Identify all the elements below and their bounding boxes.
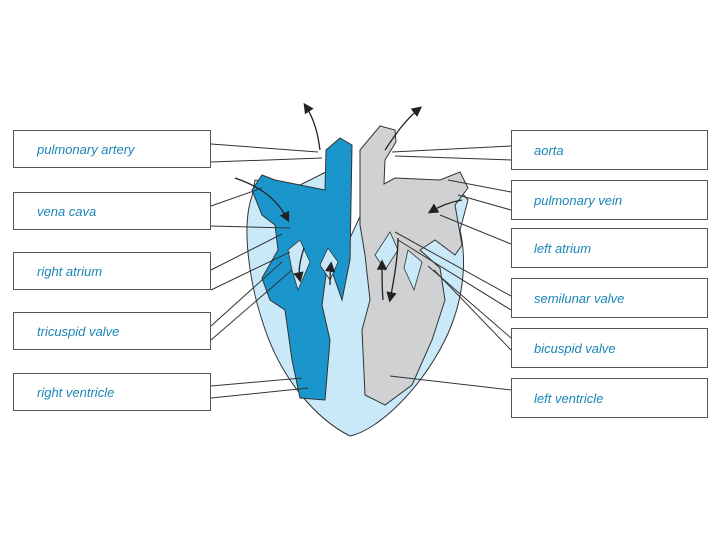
label-text: left atrium [534, 240, 592, 256]
label-text: vena cava [37, 203, 97, 219]
label-text: left ventricle [534, 390, 604, 406]
label-tricuspid-valve: tricuspid valve [13, 312, 211, 350]
label-right-ventricle: right ventricle [13, 373, 211, 411]
label-left-atrium: left atrium [511, 228, 708, 268]
label-vena-cava: vena cava [13, 192, 211, 230]
label-right-atrium: right atrium [13, 252, 211, 290]
label-text: tricuspid valve [37, 323, 120, 339]
label-semilunar-valve: semilunar valve [511, 278, 708, 318]
label-text: aorta [534, 142, 564, 158]
label-text: bicuspid valve [534, 340, 616, 356]
blood-flow-arrows [234, 102, 463, 303]
label-text: pulmonary vein [534, 192, 623, 208]
label-text: right atrium [37, 263, 103, 279]
label-text: right ventricle [37, 384, 115, 400]
label-pulmonary-vein: pulmonary vein [511, 180, 708, 220]
label-text: pulmonary artery [37, 141, 135, 157]
leader-lines [210, 143, 512, 399]
label-pulmonary-artery: pulmonary artery [13, 130, 211, 168]
label-aorta: aorta [511, 130, 708, 170]
label-bicuspid-valve: bicuspid valve [511, 328, 708, 368]
label-text: semilunar valve [534, 290, 625, 306]
label-left-ventricle: left ventricle [511, 378, 708, 418]
